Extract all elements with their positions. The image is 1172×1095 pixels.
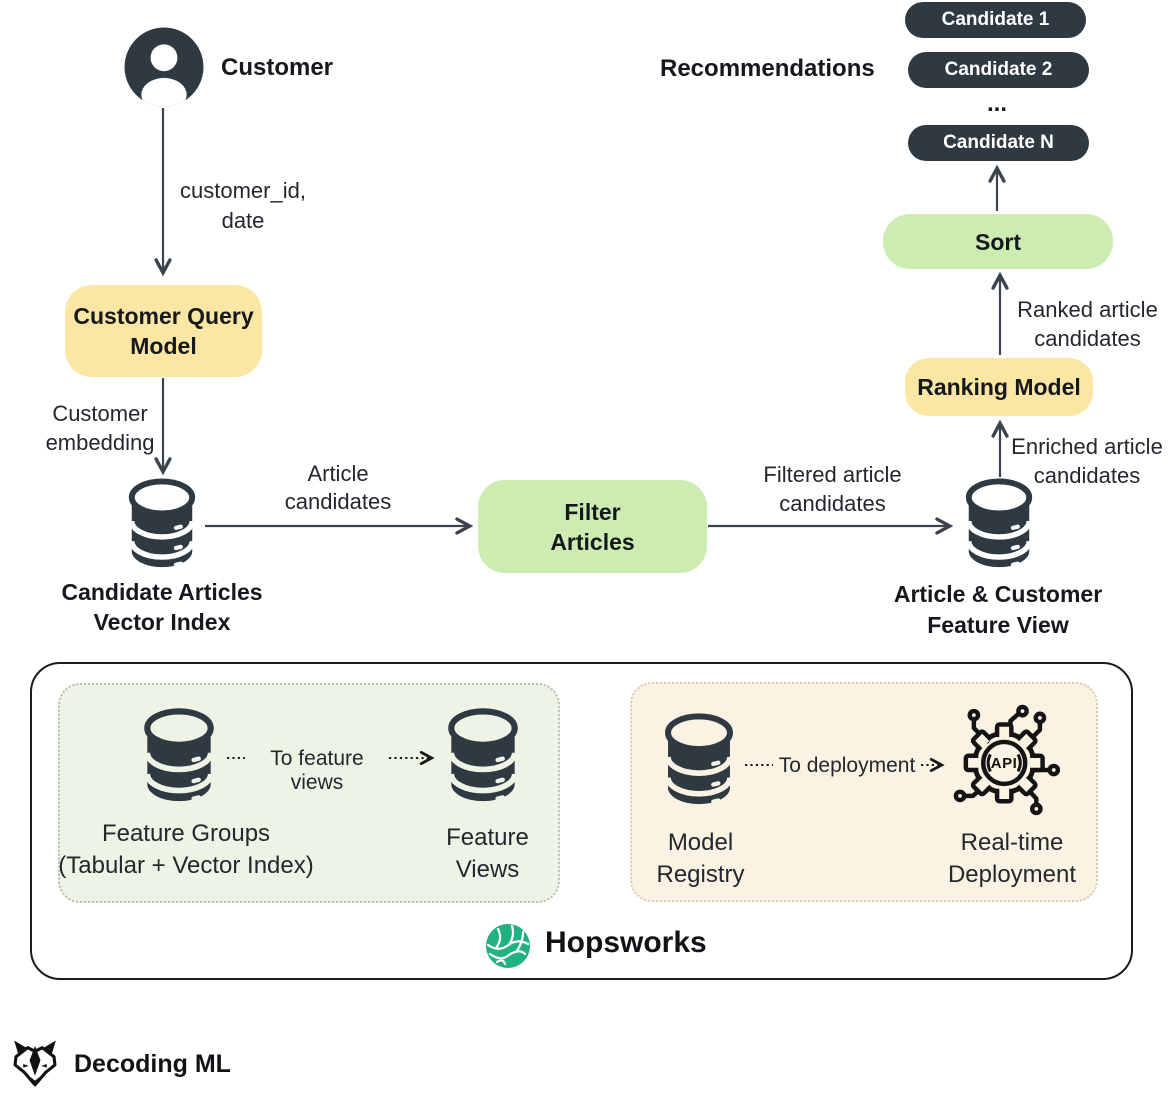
candidate-1-pill: Candidate 1 bbox=[905, 2, 1086, 38]
enriched-candidates-line1: Enriched article bbox=[1011, 434, 1163, 459]
customer-query-model-node: Customer Query Model bbox=[65, 285, 262, 377]
to-feature-views-label: To feature views bbox=[270, 747, 364, 794]
model-registry-label: Model Registry bbox=[648, 827, 753, 891]
candidates-ellipsis: ... bbox=[986, 90, 1007, 117]
feature-view-line2: Feature View bbox=[927, 612, 1069, 638]
feature-view-label: Article & Customer Feature View bbox=[885, 579, 1111, 641]
article-candidates-line1: Article bbox=[307, 461, 369, 486]
hopsworks-logo-icon bbox=[483, 921, 533, 971]
realtime-line2: Deployment bbox=[947, 861, 1077, 888]
filter-articles-line1: Filter bbox=[564, 498, 621, 525]
ranked-candidates-label: Ranked article candidates bbox=[1010, 295, 1165, 353]
ranked-candidates-line1: Ranked article bbox=[1017, 297, 1158, 322]
customer-input-label: customer_id, date bbox=[168, 176, 318, 236]
hopsworks-brand-text: Hopsworks bbox=[545, 926, 707, 959]
filtered-candidates-label: Filtered article candidates bbox=[755, 460, 910, 518]
candidate-n-pill: Candidate N bbox=[908, 125, 1089, 161]
feature-groups-db-icon bbox=[135, 708, 223, 808]
sort-node: Sort bbox=[883, 214, 1113, 269]
customer-label: Customer bbox=[220, 54, 334, 81]
feature-view-db-icon bbox=[957, 478, 1041, 574]
customer-input-line2: date bbox=[221, 208, 265, 233]
realtime-line1: Real-time bbox=[960, 829, 1064, 856]
query-model-line1: Customer Query bbox=[73, 303, 254, 329]
candidate-2-pill: Candidate 2 bbox=[908, 52, 1089, 88]
article-candidates-label: Article candidates bbox=[268, 460, 408, 516]
enriched-candidates-line2: candidates bbox=[1033, 463, 1141, 488]
customer-embedding-line1: Customer bbox=[52, 401, 148, 426]
feature-view-line1: Article & Customer bbox=[893, 581, 1103, 607]
ranked-candidates-line2: candidates bbox=[1034, 326, 1141, 351]
feature-views-db-icon bbox=[439, 708, 527, 808]
filter-articles-line2: Articles bbox=[550, 528, 635, 555]
query-model-line2: Model bbox=[130, 333, 197, 359]
to-deployment-label: To deployment bbox=[778, 754, 916, 777]
customer-icon bbox=[122, 25, 206, 109]
realtime-deployment-label: Real-time Deployment bbox=[933, 827, 1091, 891]
model-registry-db-icon bbox=[656, 712, 742, 812]
decoding-ml-brand-text: Decoding ML bbox=[74, 1050, 231, 1078]
model-registry-line2: Registry bbox=[656, 861, 745, 888]
model-registry-line1: Model bbox=[667, 829, 734, 856]
article-candidates-line2: candidates bbox=[284, 489, 392, 514]
api-icon-text: API bbox=[991, 755, 1018, 772]
api-deployment-icon: API bbox=[948, 702, 1064, 822]
filtered-candidates-line2: candidates bbox=[779, 491, 886, 516]
vector-index-label: Candidate Articles Vector Index bbox=[50, 577, 274, 637]
decoding-ml-logo-icon bbox=[6, 1036, 64, 1092]
customer-input-line1: customer_id, bbox=[180, 178, 306, 203]
customer-embedding-label: Customer embedding bbox=[22, 399, 178, 457]
filter-articles-node: Filter Articles bbox=[478, 480, 707, 573]
ranking-model-node: Ranking Model bbox=[905, 358, 1093, 416]
candidate-articles-db-icon bbox=[120, 478, 204, 574]
feature-groups-label: Feature Groups (Tabular + Vector Index) bbox=[38, 818, 334, 882]
customer-embedding-line2: embedding bbox=[45, 430, 155, 455]
feature-views-line1: Feature bbox=[446, 824, 529, 851]
feature-views-line2: Views bbox=[455, 856, 520, 883]
recommendations-label: Recommendations bbox=[660, 55, 875, 82]
filtered-candidates-line1: Filtered article bbox=[763, 462, 902, 487]
feature-groups-line2: (Tabular + Vector Index) bbox=[58, 852, 314, 879]
feature-views-label: Feature Views bbox=[410, 822, 565, 886]
enriched-candidates-label: Enriched article candidates bbox=[1008, 432, 1166, 490]
vector-index-line2: Vector Index bbox=[93, 609, 231, 635]
feature-groups-line1: Feature Groups bbox=[101, 820, 271, 847]
vector-index-line1: Candidate Articles bbox=[61, 579, 263, 605]
